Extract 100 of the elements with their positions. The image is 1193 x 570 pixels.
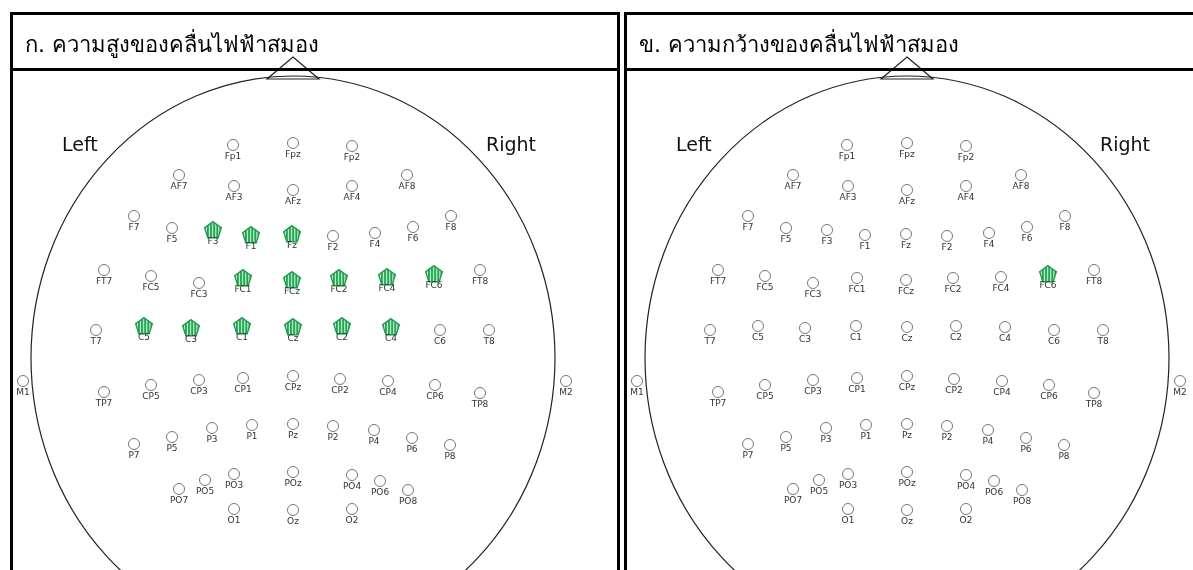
electrode-label: FC5 (142, 283, 160, 292)
electrode-circle (165, 221, 179, 235)
electrode-circle (630, 374, 644, 388)
electrode-label: F3 (207, 237, 219, 246)
panel-heading: ก. ความสูงของคลื่นไฟฟ้าสมอง (13, 15, 617, 71)
electrode-label: FC3 (804, 290, 822, 299)
electrode-label: O2 (345, 516, 359, 525)
electrode-label: P6 (406, 445, 418, 454)
electrode-circle (192, 373, 206, 387)
electrode-label: Fpz (285, 150, 301, 159)
electrode-label: M1 (630, 388, 644, 397)
electrode-label: TP7 (95, 399, 113, 408)
electrode-label: CPz (284, 383, 302, 392)
electrode-circle (841, 502, 855, 516)
electrode-circle (798, 321, 812, 335)
electrode-label: T7 (90, 337, 102, 346)
electrode-label: C2 (950, 333, 962, 342)
electrode-label: CPz (898, 383, 916, 392)
electrode-label: P5 (780, 444, 792, 453)
electrode-circle (1014, 168, 1028, 182)
electrode-label: CP3 (190, 387, 208, 396)
electrode-circle (998, 320, 1012, 334)
electrode-label: FT8 (471, 277, 489, 286)
electrode-circle (850, 371, 864, 385)
electrode-label: AF8 (1012, 182, 1030, 191)
electrode-label: AF3 (839, 193, 857, 202)
electrode-circle (333, 372, 347, 386)
electrode-circle (1047, 323, 1061, 337)
electrode-circle (368, 226, 382, 240)
electrode-label: F4 (983, 240, 995, 249)
electrode-label: Oz (901, 517, 913, 526)
electrode-label: F2 (327, 243, 339, 252)
electrode-label: FCz (897, 287, 915, 296)
electrode-circle (1058, 209, 1072, 223)
electrode-label: FC6 (425, 281, 443, 290)
electrode-circle (900, 417, 914, 431)
electrode-circle (987, 474, 1001, 488)
electrode-label: CP6 (426, 392, 444, 401)
electrode-label: P2 (327, 433, 339, 442)
electrode-circle (16, 374, 30, 388)
panel (10, 12, 620, 570)
electrode-label: F7 (128, 223, 140, 232)
electrode-circle (940, 229, 954, 243)
electrode-label: P4 (368, 437, 380, 446)
electrode-label: PO3 (838, 481, 858, 490)
electrode-label: FC5 (756, 283, 774, 292)
electrode-circle (400, 168, 414, 182)
electrode-circle (959, 502, 973, 516)
electrode-circle (959, 179, 973, 193)
electrode-label: TP7 (709, 399, 727, 408)
electrode-circle (381, 374, 395, 388)
electrode-label: F2 (941, 243, 953, 252)
electrode-label: CP4 (379, 388, 397, 397)
electrode-label: CP3 (804, 387, 822, 396)
electrode-circle (900, 136, 914, 150)
electrode-circle (286, 136, 300, 150)
electrode-label: PO6 (370, 488, 390, 497)
electrode-label: FT7 (95, 277, 113, 286)
electrode-circle (559, 374, 573, 388)
electrode-pentagon (378, 268, 396, 286)
electrode-circle (1015, 483, 1029, 497)
electrode-circle (97, 263, 111, 277)
electrode-circle (286, 369, 300, 383)
electrode-label: PO6 (984, 488, 1004, 497)
electrode-circle (751, 319, 765, 333)
electrode-circle (949, 319, 963, 333)
electrode-circle (401, 483, 415, 497)
panel-heading: ข. ความกว้างของคลื่นไฟฟ้าสมอง (627, 15, 1193, 71)
electrode-label: O2 (959, 516, 973, 525)
electrode-label: C6 (434, 337, 446, 346)
electrode-circle (1087, 263, 1101, 277)
electrode-circle (345, 468, 359, 482)
electrode-label: C5 (138, 333, 150, 342)
electrode-circle (127, 209, 141, 223)
electrode-pentagon (135, 317, 153, 335)
electrode-circle (1087, 386, 1101, 400)
electrode-label: CP5 (756, 392, 774, 401)
electrode-circle (1020, 220, 1034, 234)
electrode-circle (900, 369, 914, 383)
electrode-label: PO7 (169, 496, 189, 505)
electrode-circle (994, 270, 1008, 284)
electrode-circle (995, 374, 1009, 388)
electrode-label: CP5 (142, 392, 160, 401)
electrode-circle (900, 320, 914, 334)
electrode-label: F8 (1059, 223, 1071, 232)
electrode-label: F5 (780, 235, 792, 244)
electrode-circle (1173, 374, 1187, 388)
electrode-label: F7 (742, 223, 754, 232)
electrode-circle (144, 378, 158, 392)
electrode-circle (192, 276, 206, 290)
electrode-circle (779, 430, 793, 444)
electrode-circle (443, 438, 457, 452)
electrode-circle (1042, 378, 1056, 392)
electrode-label: Fp1 (224, 152, 242, 161)
electrode-circle (144, 269, 158, 283)
electrode-label: Oz (287, 517, 299, 526)
electrode-circle (345, 179, 359, 193)
electrode-circle (959, 139, 973, 153)
electrode-circle (406, 220, 420, 234)
electrode-label: FT7 (709, 277, 727, 286)
